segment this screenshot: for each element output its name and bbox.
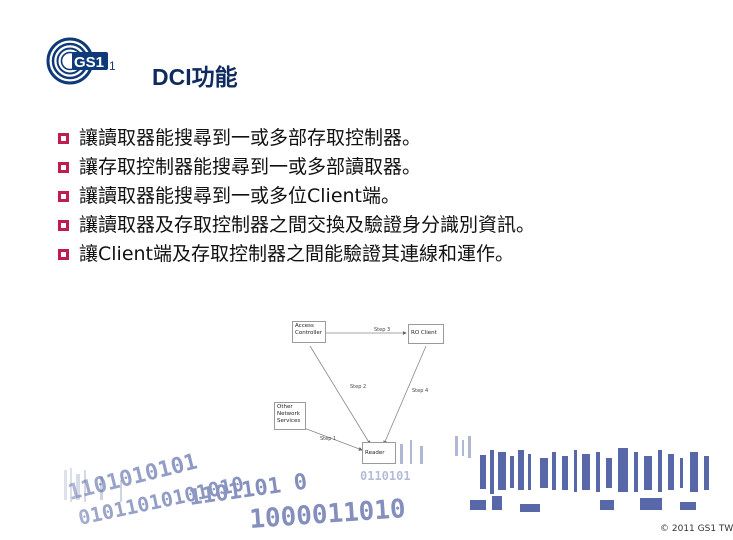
square-bullet-icon xyxy=(58,162,69,173)
svg-text:1: 1 xyxy=(109,59,116,73)
slide-title: DCI功能 xyxy=(152,64,238,90)
bullet-text: 讓讀取器能搜尋到一或多位Client端。 xyxy=(79,185,401,207)
bullet-text: 讓讀取器及存取控制器之間交換及驗證身分識別資訊。 xyxy=(79,214,536,236)
square-bullet-icon xyxy=(58,191,69,202)
reader-node: Reader xyxy=(362,442,396,464)
bullet-text: 讓讀取器能搜尋到一或多部存取控制器。 xyxy=(79,127,422,149)
copyright-footer: © 2011 GS1 TW xyxy=(660,524,733,534)
step-2-label: Step 2 xyxy=(350,384,367,390)
bullet-item: 讓讀取器能搜尋到一或多部存取控制器。 xyxy=(58,124,535,153)
bullet-text: 讓存取控制器能搜尋到一或多部讀取器。 xyxy=(79,156,422,178)
square-bullet-icon xyxy=(58,249,69,260)
svg-text:0110101: 0110101 xyxy=(360,469,411,483)
bullet-item: 讓Client端及存取控制器之間能驗證其連線和運作。 xyxy=(58,240,535,269)
other-network-services-node: Other Network Services xyxy=(274,402,306,430)
svg-text:01011010101010: 01011010101010 xyxy=(76,471,246,530)
svg-text:1101101 0: 1101101 0 xyxy=(187,470,309,511)
svg-text:1000011010: 1000011010 xyxy=(248,494,406,535)
bullet-item: 讓讀取器能搜尋到一或多位Client端。 xyxy=(58,182,535,211)
dci-diagram: Access Controller RO Client Other Networ… xyxy=(266,316,450,468)
access-controller-node: Access Controller xyxy=(292,321,326,343)
square-bullet-icon xyxy=(58,133,69,144)
other-network-services-label: Other Network Services xyxy=(277,404,301,424)
svg-text:GS1: GS1 xyxy=(74,54,104,71)
step-4-label: Step 4 xyxy=(412,388,429,394)
access-controller-label: Access Controller xyxy=(295,323,323,336)
ro-client-node: RO Client xyxy=(408,324,444,344)
ro-client-label: RO Client xyxy=(411,330,437,336)
reader-label: Reader xyxy=(365,450,385,456)
bullet-item: 讓存取控制器能搜尋到一或多部讀取器。 xyxy=(58,153,535,182)
step-3-label: Step 3 xyxy=(374,327,391,333)
svg-text:1101010101: 1101010101 xyxy=(65,450,200,506)
square-bullet-icon xyxy=(58,220,69,231)
step-1-label: Step 1 xyxy=(320,436,337,442)
diagram-arrows xyxy=(303,331,427,451)
bullet-text: 讓Client端及存取控制器之間能驗證其連線和運作。 xyxy=(79,243,515,265)
gs1-logo: GS1 1 xyxy=(44,34,134,90)
bullet-list: 讓讀取器能搜尋到一或多部存取控制器。 讓存取控制器能搜尋到一或多部讀取器。 讓讀… xyxy=(58,124,535,269)
bullet-item: 讓讀取器及存取控制器之間交換及驗證身分識別資訊。 xyxy=(58,211,535,240)
